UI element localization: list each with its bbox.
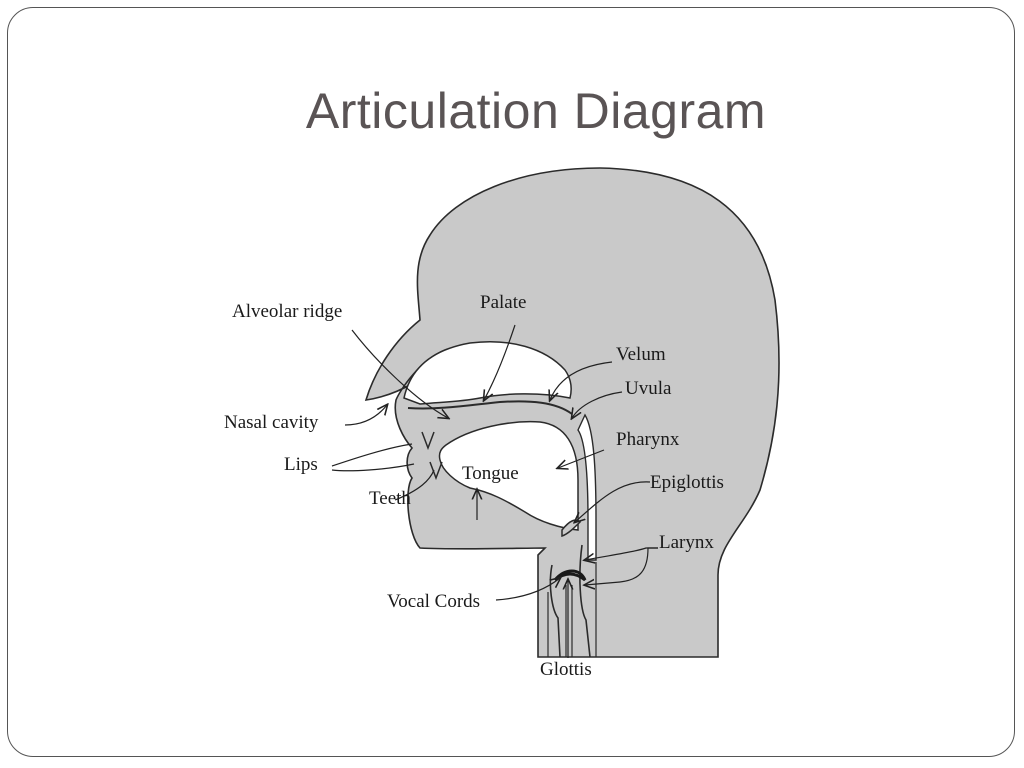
larynx-shape — [549, 544, 591, 658]
label-pharynx: Pharynx — [616, 429, 680, 450]
oral-cavity-shape — [438, 420, 579, 531]
label-larynx: Larynx — [659, 532, 714, 553]
label-uvula: Uvula — [625, 378, 672, 399]
label-alveolar-ridge: Alveolar ridge — [232, 301, 342, 322]
label-nasal-cavity: Nasal cavity — [224, 412, 319, 433]
teeth-shape — [421, 431, 443, 481]
pharynx-tube — [577, 413, 597, 561]
label-velum: Velum — [616, 344, 666, 365]
palate-line — [407, 400, 573, 415]
label-glottis: Glottis — [540, 659, 592, 680]
trachea-shape — [547, 562, 597, 657]
label-vocal-cords: Vocal Cords — [387, 591, 480, 612]
label-tongue: Tongue — [462, 463, 519, 484]
label-teeth: Teeth — [369, 488, 411, 509]
label-epiglottis: Epiglottis — [650, 472, 724, 493]
head-silhouette — [364, 167, 780, 658]
label-palate: Palate — [480, 292, 526, 313]
nasal-cavity-shape — [403, 340, 572, 405]
label-lips: Lips — [284, 454, 318, 475]
leader-lines — [331, 324, 658, 658]
slide-title: Articulation Diagram — [305, 83, 767, 139]
